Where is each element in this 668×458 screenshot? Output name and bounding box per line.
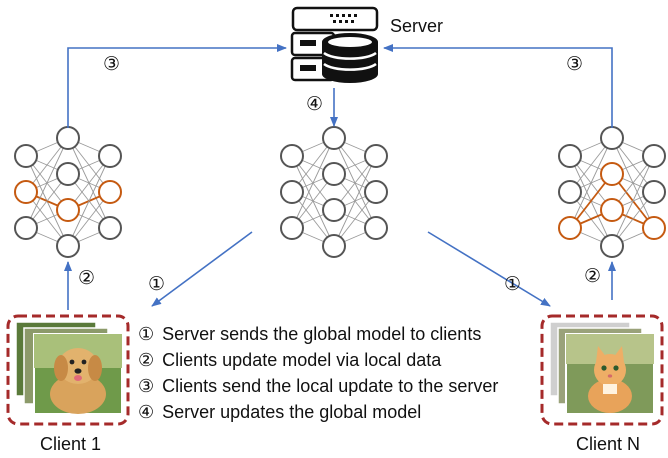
client-n-label: Client N — [576, 434, 640, 454]
network-node — [558, 180, 582, 204]
legend-marker: ④ — [138, 402, 154, 422]
client-1-local-model — [14, 126, 122, 258]
network-edge — [333, 155, 377, 247]
network-edge — [25, 137, 69, 229]
legend-item-2: ② Clients update model via local data — [138, 350, 442, 370]
legend-marker: ② — [138, 350, 154, 370]
network-node — [56, 162, 80, 186]
network-node — [56, 234, 80, 258]
server-label: Server — [390, 16, 443, 36]
puppy-photo — [33, 333, 123, 415]
network-edge — [611, 155, 655, 247]
network-node — [98, 180, 122, 204]
client-n-local-model — [558, 126, 666, 258]
network-node — [558, 144, 582, 168]
network-node — [600, 162, 624, 186]
network-node — [56, 198, 80, 222]
network-node — [56, 126, 80, 150]
network-node — [322, 126, 346, 150]
network-node — [280, 216, 304, 240]
network-node — [98, 144, 122, 168]
kitten-photo — [565, 333, 655, 415]
send-global-arrow-left — [151, 231, 253, 307]
network-node — [600, 126, 624, 150]
legend-marker: ① — [138, 324, 154, 344]
global-model — [280, 126, 388, 258]
network-node — [558, 216, 582, 240]
legend-text: Server updates the global model — [162, 402, 421, 422]
network-node — [98, 216, 122, 240]
step-marker-send-left: ① — [148, 273, 165, 295]
step-marker-local-update-right: ② — [584, 265, 601, 287]
server-icon — [290, 6, 379, 83]
upload-arrow-left — [67, 44, 287, 128]
network-node — [642, 180, 666, 204]
upload-arrow-right — [383, 44, 613, 128]
network-node — [364, 216, 388, 240]
legend: ① Server sends the global model to client… — [138, 324, 498, 422]
network-node — [600, 234, 624, 258]
client-1-data — [6, 314, 130, 426]
flow-arrows — [64, 44, 616, 310]
legend-item-4: ④ Server updates the global model — [138, 402, 421, 422]
network-node — [322, 198, 346, 222]
network-node — [322, 162, 346, 186]
send-global-arrow-right — [427, 231, 551, 307]
step-marker-aggregate: ④ — [306, 93, 323, 115]
network-node — [280, 180, 304, 204]
step-marker-send-right: ① — [504, 273, 521, 295]
step-marker-local-update-left: ② — [78, 267, 95, 289]
network-node — [280, 144, 304, 168]
network-node — [600, 198, 624, 222]
client-1-label: Client 1 — [40, 434, 101, 454]
network-node — [642, 144, 666, 168]
legend-marker: ③ — [138, 376, 154, 396]
network-node — [642, 216, 666, 240]
step-marker-upload-right: ③ — [566, 53, 583, 75]
network-node — [14, 216, 38, 240]
legend-text: Clients send the local update to the ser… — [162, 376, 498, 396]
network-node — [364, 180, 388, 204]
network-edge — [67, 155, 111, 247]
network-edge — [569, 137, 613, 229]
network-node — [364, 144, 388, 168]
step-marker-upload-left: ③ — [103, 53, 120, 75]
legend-text: Server sends the global model to clients — [162, 324, 481, 344]
network-node — [322, 234, 346, 258]
client-n-data — [540, 314, 664, 426]
legend-item-1: ① Server sends the global model to client… — [138, 324, 481, 344]
network-node — [14, 180, 38, 204]
network-edge — [291, 137, 335, 229]
legend-item-3: ③ Clients send the local update to the se… — [138, 376, 498, 396]
legend-text: Clients update model via local data — [162, 350, 442, 370]
network-node — [14, 144, 38, 168]
